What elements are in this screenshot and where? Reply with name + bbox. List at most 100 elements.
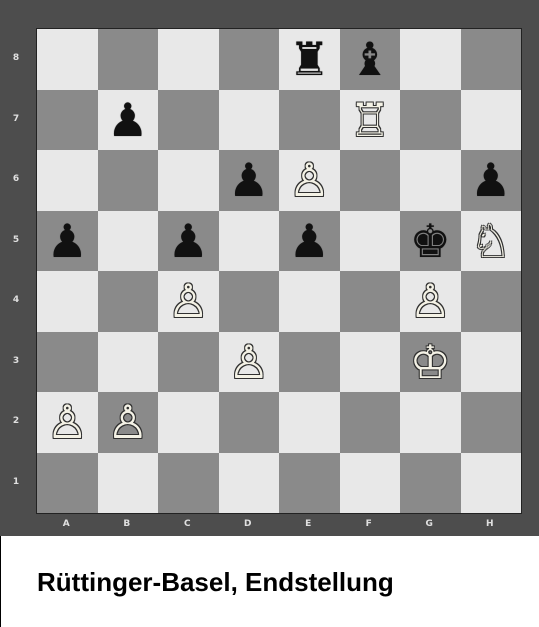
square-e5[interactable]: ♟ <box>279 211 340 272</box>
square-e8[interactable]: ♜ <box>279 29 340 90</box>
square-b1[interactable] <box>98 453 159 514</box>
square-c1[interactable] <box>158 453 219 514</box>
black-pawn-icon[interactable]: ♟ <box>279 211 340 272</box>
square-a1[interactable] <box>37 453 98 514</box>
file-label: A <box>36 519 97 529</box>
square-f5[interactable] <box>340 211 401 272</box>
square-c3[interactable] <box>158 332 219 393</box>
white-knight-icon[interactable]: ♘ <box>461 211 522 272</box>
square-d4[interactable] <box>219 271 280 332</box>
square-h5[interactable]: ♘ <box>461 211 522 272</box>
square-g5[interactable]: ♚ <box>400 211 461 272</box>
square-d7[interactable] <box>219 90 280 151</box>
square-c8[interactable] <box>158 29 219 90</box>
square-b5[interactable] <box>98 211 159 272</box>
square-a6[interactable] <box>37 150 98 211</box>
file-label: G <box>399 519 460 529</box>
file-label: H <box>460 519 521 529</box>
square-g2[interactable] <box>400 392 461 453</box>
square-b6[interactable] <box>98 150 159 211</box>
square-h6[interactable]: ♟ <box>461 150 522 211</box>
white-pawn-icon[interactable]: ♙ <box>98 392 159 453</box>
square-a3[interactable] <box>37 332 98 393</box>
square-e2[interactable] <box>279 392 340 453</box>
square-d5[interactable] <box>219 211 280 272</box>
square-h7[interactable] <box>461 90 522 151</box>
square-e7[interactable] <box>279 90 340 151</box>
square-h8[interactable] <box>461 29 522 90</box>
square-f1[interactable] <box>340 453 401 514</box>
square-a2[interactable]: ♙ <box>37 392 98 453</box>
rank-label: 7 <box>9 114 23 124</box>
square-g7[interactable] <box>400 90 461 151</box>
square-g4[interactable]: ♙ <box>400 271 461 332</box>
black-pawn-icon[interactable]: ♟ <box>219 150 280 211</box>
black-rook-icon[interactable]: ♜ <box>279 29 340 90</box>
rank-label: 8 <box>9 53 23 63</box>
square-g8[interactable] <box>400 29 461 90</box>
black-bishop-icon[interactable]: ♝ <box>340 29 401 90</box>
rank-label: 5 <box>9 235 23 245</box>
square-e3[interactable] <box>279 332 340 393</box>
square-e4[interactable] <box>279 271 340 332</box>
square-h3[interactable] <box>461 332 522 393</box>
square-f7[interactable]: ♖ <box>340 90 401 151</box>
white-pawn-icon[interactable]: ♙ <box>400 271 461 332</box>
file-label: C <box>157 519 218 529</box>
square-f6[interactable] <box>340 150 401 211</box>
black-king-icon[interactable]: ♚ <box>400 211 461 272</box>
square-b8[interactable] <box>98 29 159 90</box>
white-king-icon[interactable]: ♔ <box>400 332 461 393</box>
square-g1[interactable] <box>400 453 461 514</box>
square-c5[interactable]: ♟ <box>158 211 219 272</box>
caption-area: Rüttinger-Basel, Endstellung <box>0 536 539 627</box>
square-f4[interactable] <box>340 271 401 332</box>
file-label: D <box>218 519 279 529</box>
square-b3[interactable] <box>98 332 159 393</box>
square-f8[interactable]: ♝ <box>340 29 401 90</box>
white-pawn-icon[interactable]: ♙ <box>158 271 219 332</box>
square-a5[interactable]: ♟ <box>37 211 98 272</box>
square-g6[interactable] <box>400 150 461 211</box>
square-d1[interactable] <box>219 453 280 514</box>
black-pawn-icon[interactable]: ♟ <box>98 90 159 151</box>
square-a8[interactable] <box>37 29 98 90</box>
white-pawn-icon[interactable]: ♙ <box>219 332 280 393</box>
square-f2[interactable] <box>340 392 401 453</box>
square-c2[interactable] <box>158 392 219 453</box>
black-pawn-icon[interactable]: ♟ <box>461 150 522 211</box>
square-f3[interactable] <box>340 332 401 393</box>
square-e1[interactable] <box>279 453 340 514</box>
white-pawn-icon[interactable]: ♙ <box>37 392 98 453</box>
square-c6[interactable] <box>158 150 219 211</box>
square-e6[interactable]: ♙ <box>279 150 340 211</box>
white-pawn-icon[interactable]: ♙ <box>279 150 340 211</box>
rank-label: 3 <box>9 356 23 366</box>
square-c7[interactable] <box>158 90 219 151</box>
square-a7[interactable] <box>37 90 98 151</box>
square-d8[interactable] <box>219 29 280 90</box>
rank-label: 6 <box>9 174 23 184</box>
square-d2[interactable] <box>219 392 280 453</box>
square-c4[interactable]: ♙ <box>158 271 219 332</box>
black-pawn-icon[interactable]: ♟ <box>37 211 98 272</box>
square-g3[interactable]: ♔ <box>400 332 461 393</box>
rank-label: 4 <box>9 295 23 305</box>
black-pawn-icon[interactable]: ♟ <box>158 211 219 272</box>
square-h1[interactable] <box>461 453 522 514</box>
rank-label: 1 <box>9 477 23 487</box>
square-b7[interactable]: ♟ <box>98 90 159 151</box>
white-rook-icon[interactable]: ♖ <box>340 90 401 151</box>
rank-label: 2 <box>9 416 23 426</box>
square-b4[interactable] <box>98 271 159 332</box>
file-label: F <box>339 519 400 529</box>
square-d6[interactable]: ♟ <box>219 150 280 211</box>
square-h2[interactable] <box>461 392 522 453</box>
square-b2[interactable]: ♙ <box>98 392 159 453</box>
chess-board: ♜♝♟♖♟♙♟♟♟♟♚♘♙♙♙♔♙♙ <box>36 28 522 514</box>
square-d3[interactable]: ♙ <box>219 332 280 393</box>
square-a4[interactable] <box>37 271 98 332</box>
square-h4[interactable] <box>461 271 522 332</box>
position-caption: Rüttinger-Basel, Endstellung <box>37 567 394 598</box>
